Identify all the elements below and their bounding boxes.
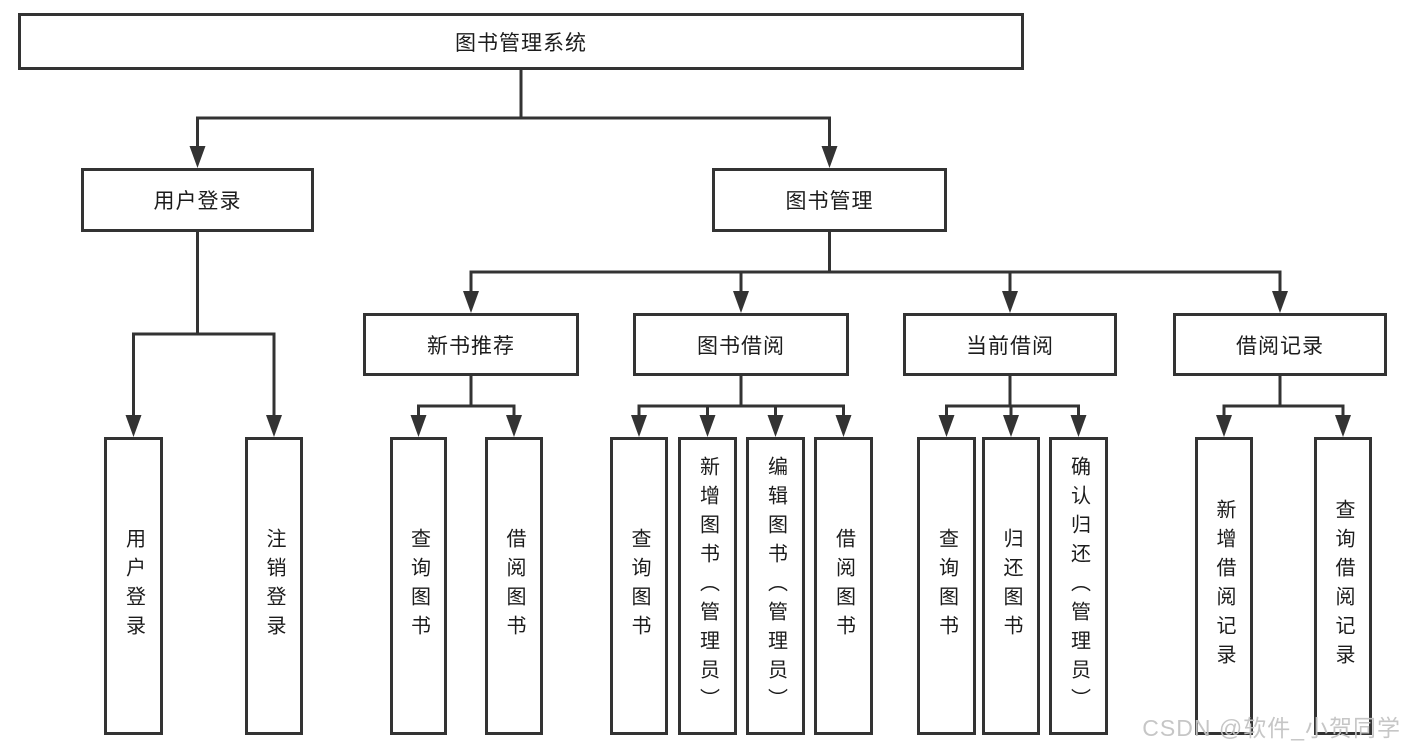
- leaf-cb-return-books: 归还图书: [982, 437, 1040, 735]
- leaf-label: 新增借阅记录: [1213, 499, 1235, 673]
- leaf-logout: 注销登录: [245, 437, 303, 735]
- leaf-label: 编辑图书（管理员）: [764, 455, 787, 717]
- node-label: 新书推荐: [427, 334, 515, 358]
- leaf-bb-add-books-admin: 新增图书（管理员）: [678, 437, 737, 735]
- leaf-br-query-record: 查询借阅记录: [1314, 437, 1372, 735]
- node-book-management: 图书管理: [712, 168, 947, 232]
- leaf-label: 查询图书: [407, 528, 430, 644]
- leaf-label: 查询借阅记录: [1332, 499, 1354, 673]
- leaf-label: 查询图书: [935, 528, 958, 644]
- node-label: 图书管理: [785, 190, 874, 213]
- leaf-bb-query-books: 查询图书: [610, 437, 668, 735]
- node-book-borrowing: 图书借阅: [633, 313, 849, 376]
- leaf-br-add-record: 新增借阅记录: [1195, 437, 1253, 735]
- leaf-label: 归还图书: [1000, 528, 1022, 644]
- leaf-label: 用户登录: [122, 528, 145, 644]
- node-label: 图书借阅: [697, 334, 785, 358]
- leaf-label: 借阅图书: [832, 528, 855, 644]
- leaf-label: 借阅图书: [503, 528, 525, 644]
- node-label: 用户登录: [153, 190, 242, 213]
- leaf-label: 确认归还（管理员）: [1067, 455, 1090, 717]
- node-current-borrowing: 当前借阅: [903, 313, 1117, 376]
- leaf-cb-confirm-return-admin: 确认归还（管理员）: [1049, 437, 1108, 735]
- node-user-login: 用户登录: [81, 168, 314, 232]
- leaf-bb-edit-books-admin: 编辑图书（管理员）: [746, 437, 805, 735]
- node-new-book-recommendation: 新书推荐: [363, 313, 579, 376]
- leaf-cb-query-books: 查询图书: [917, 437, 976, 735]
- leaf-user-login: 用户登录: [104, 437, 163, 735]
- leaf-label: 注销登录: [263, 528, 285, 644]
- leaf-nb-query-books: 查询图书: [390, 437, 447, 735]
- leaf-label: 新增图书（管理员）: [696, 455, 719, 717]
- node-borrowing-records: 借阅记录: [1173, 313, 1387, 376]
- node-label: 借阅记录: [1236, 334, 1324, 358]
- node-label: 当前借阅: [966, 334, 1054, 358]
- leaf-nb-borrow-books: 借阅图书: [485, 437, 543, 735]
- node-library-management-system: 图书管理系统: [18, 13, 1024, 70]
- leaf-label: 查询图书: [628, 528, 650, 644]
- node-label: 图书管理系统: [455, 31, 587, 55]
- leaf-bb-borrow-books: 借阅图书: [814, 437, 873, 735]
